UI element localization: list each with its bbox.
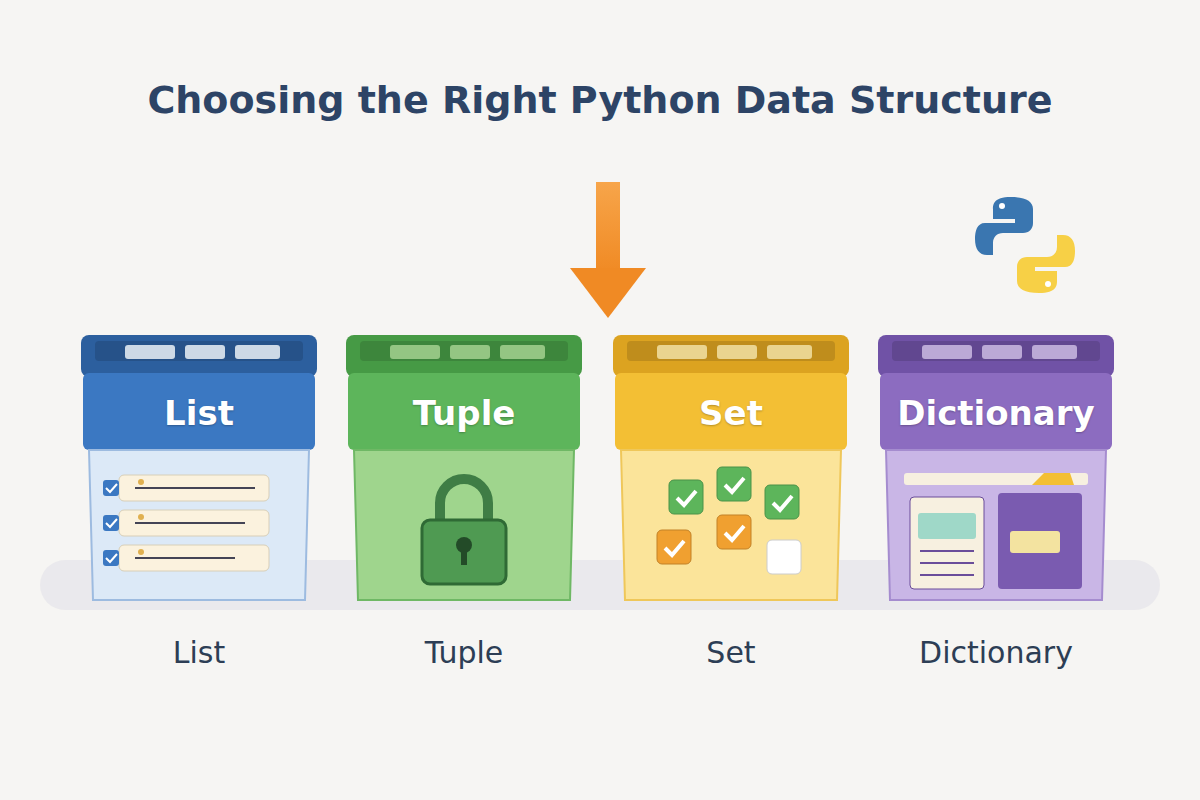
storage-bin: ListList <box>85 335 313 685</box>
bin-shape <box>350 335 578 605</box>
page-title: Choosing the Right Python Data Structure <box>0 78 1200 122</box>
bin-caption: Dictionary <box>862 635 1130 670</box>
bin-shape <box>85 335 313 605</box>
bin-shape <box>617 335 845 605</box>
bin-icon <box>904 473 1088 589</box>
storage-bin: SetSet <box>617 335 845 685</box>
storage-bin: DictionaryDictionary <box>882 335 1110 685</box>
bin-caption: Set <box>597 635 865 670</box>
bin-label: Set <box>617 375 845 450</box>
bin-label: Tuple <box>350 375 578 450</box>
bin-caption: List <box>65 635 333 670</box>
python-logo <box>975 197 1075 293</box>
bin-label: Dictionary <box>882 375 1110 450</box>
bin-caption: Tuple <box>330 635 598 670</box>
bin-shape <box>882 335 1110 605</box>
bin-label: List <box>85 375 313 450</box>
storage-bin: TupleTuple <box>350 335 578 685</box>
down-arrow <box>570 182 646 318</box>
bin-icon <box>422 479 506 584</box>
bin-icon <box>103 475 269 571</box>
bin-icon <box>657 467 801 574</box>
